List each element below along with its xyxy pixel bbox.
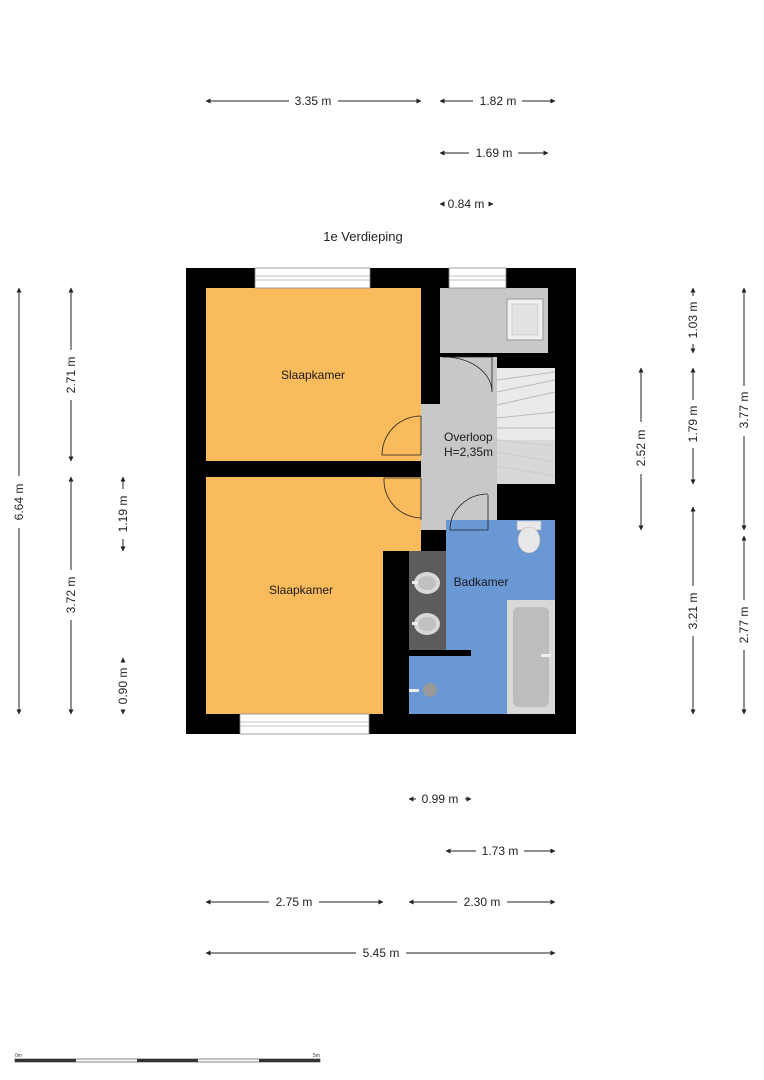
vanity-counter	[409, 551, 446, 651]
landing-floor	[440, 357, 497, 530]
windows	[239, 267, 507, 735]
dim-372: 3.72 m	[64, 577, 78, 614]
dim-252: 2.52 m	[634, 430, 648, 467]
bedroom-bottom-label: Slaapkamer	[269, 583, 333, 597]
dim-090: 0.90 m	[116, 668, 130, 705]
dim-179: 1.79 m	[686, 406, 700, 443]
dim-545: 5.45 m	[363, 946, 400, 960]
bathtub	[507, 600, 555, 714]
dim-335: 3.35 m	[295, 94, 332, 108]
bedroom-top-floor	[206, 288, 421, 461]
dim-084: 0.84 m	[448, 197, 485, 211]
building	[186, 267, 576, 735]
closet-unit	[506, 298, 544, 341]
scale-bar: 0m 5m	[14, 1053, 321, 1063]
landing-label: Overloop	[444, 430, 493, 444]
dim-182: 1.82 m	[480, 94, 517, 108]
bathroom-partition	[409, 650, 471, 656]
bathroom-label: Badkamer	[454, 575, 509, 589]
sink-bottom	[412, 613, 440, 635]
dim-664: 6.64 m	[12, 484, 26, 521]
sink-top	[412, 572, 440, 594]
dim-099: 0.99 m	[422, 792, 459, 806]
dimensions-left: 6.64 m 2.71 m 3.72 m 1.19 m 0.90 m	[12, 287, 130, 715]
dim-271: 2.71 m	[64, 357, 78, 394]
landing-door-gap	[421, 404, 440, 530]
dimensions-top: 3.35 m 1.82 m 1.69 m 0.84 m	[205, 94, 556, 211]
dim-277: 2.77 m	[737, 607, 751, 644]
bedroom-top-label: Slaapkamer	[281, 368, 345, 382]
doors	[381, 356, 493, 531]
staircase	[496, 368, 556, 484]
dimensions-bottom: 0.99 m 1.73 m 2.75 m 2.30 m 5.45 m	[205, 792, 556, 960]
landing-height-label: H=2,35m	[444, 445, 493, 459]
dim-173: 1.73 m	[482, 844, 519, 858]
scale-start: 0m	[15, 1053, 22, 1059]
dim-230: 2.30 m	[464, 895, 501, 909]
scale-end: 5m	[313, 1053, 320, 1059]
bedroom-bottom-floor	[206, 477, 421, 714]
dim-275: 2.75 m	[276, 895, 313, 909]
floor-title: 1e Verdieping	[323, 229, 403, 244]
dim-377: 3.77 m	[737, 392, 751, 429]
dimensions-right: 2.52 m 1.03 m 1.79 m 3.77 m 3.21 m 2.77 …	[634, 287, 751, 715]
dim-103: 1.03 m	[686, 302, 700, 339]
dim-321: 3.21 m	[686, 593, 700, 630]
dim-119: 1.19 m	[116, 496, 130, 533]
toilet	[516, 520, 542, 554]
shower-drain	[409, 683, 437, 697]
dim-169: 1.69 m	[476, 146, 513, 160]
